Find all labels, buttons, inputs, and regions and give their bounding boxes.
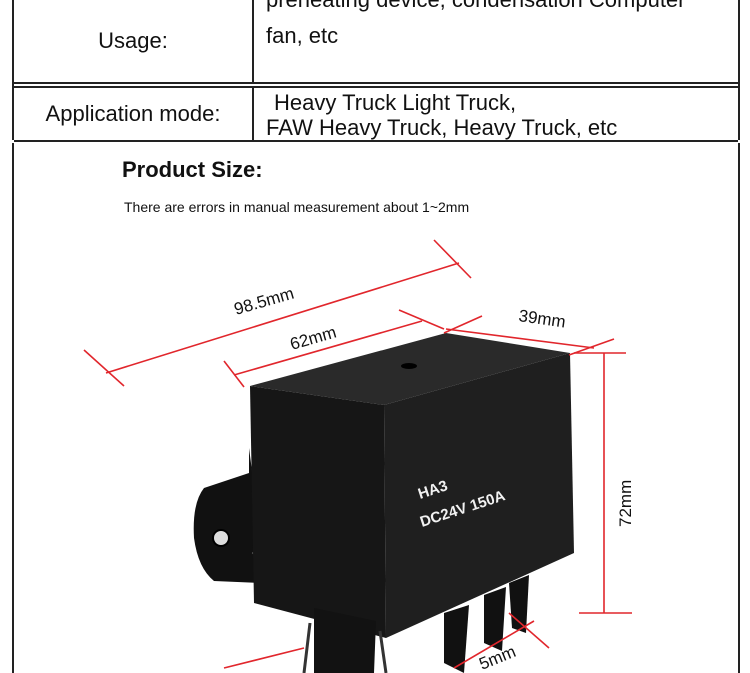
application-value: Heavy Truck Light Truck, FAW Heavy Truck… — [266, 90, 730, 140]
measurement-note: There are errors in manual measurement a… — [124, 199, 470, 215]
usage-row: Usage: preheating device, condensation C… — [14, 0, 738, 84]
bottom-dimension-label: 5mm — [476, 642, 518, 673]
body-length-label: 62mm — [288, 323, 339, 354]
dimension-lines — [83, 239, 632, 669]
relay-dimension-drawing: HA3 DC24V 150A 98.5mm — [83, 239, 635, 673]
usage-line-2: fan, etc — [266, 23, 339, 48]
spec-table: Usage: preheating device, condensation C… — [12, 0, 740, 142]
overall-length-label: 98.5mm — [232, 284, 296, 319]
product-size-title: Product Size: — [122, 157, 263, 182]
usage-line-1: preheating device, condensation Computer — [266, 0, 730, 18]
application-label: Application mode: — [14, 88, 254, 140]
application-line-2: FAW Heavy Truck, Heavy Truck, etc — [266, 115, 618, 140]
mounting-hole-icon — [212, 529, 230, 547]
product-size-panel: Product Size: There are errors in manual… — [12, 143, 740, 673]
usage-value: preheating device, condensation Computer… — [266, 0, 730, 54]
application-row: Application mode: Heavy Truck Light Truc… — [14, 86, 738, 142]
width-label: 39mm — [517, 306, 566, 331]
application-line-1: Heavy Truck Light Truck, — [274, 90, 517, 115]
height-label: 72mm — [616, 480, 635, 527]
usage-label: Usage: — [14, 0, 254, 82]
relay-illustration: HA3 DC24V 150A — [193, 333, 574, 673]
